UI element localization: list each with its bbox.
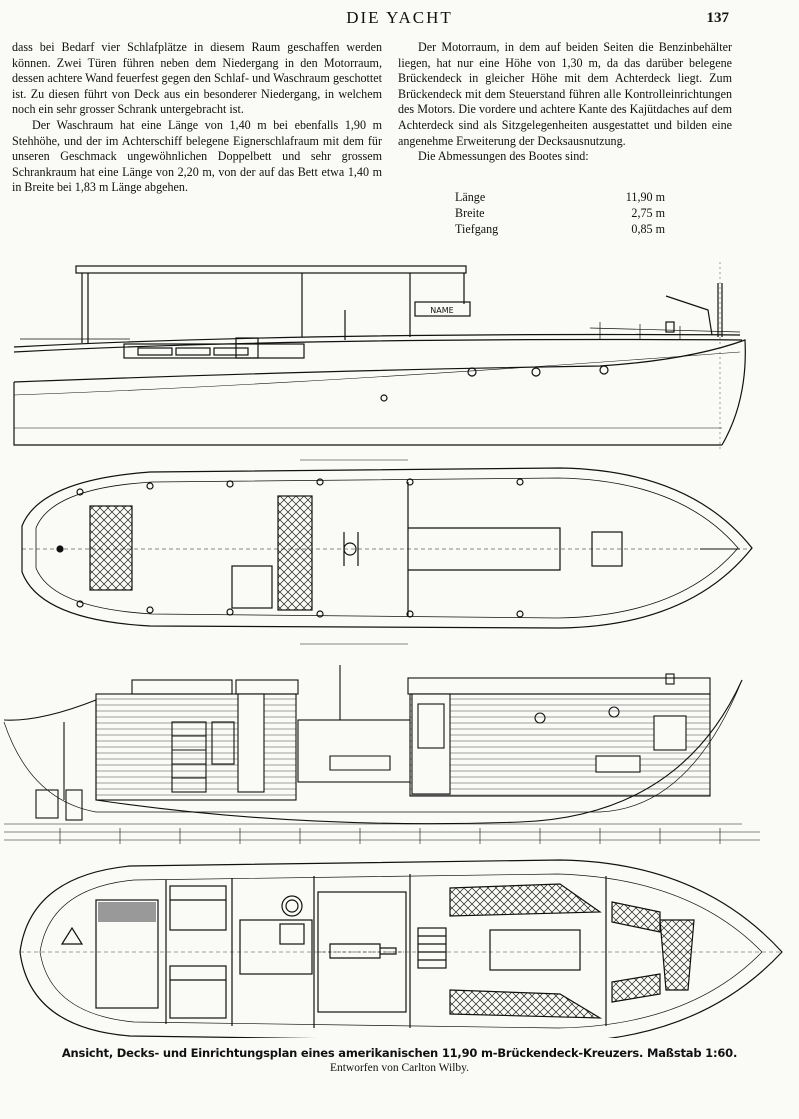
dimension-label: Tiefgang [455, 222, 499, 236]
sheer-line [13, 333, 741, 348]
figure-caption: Ansicht, Decks- und Einrichtungsplan ein… [61, 1046, 738, 1060]
deck-outline [21, 467, 753, 629]
text-column-right: Der Motorraum, in dem auf beiden Seiten … [398, 40, 732, 165]
plan-outline [19, 859, 783, 1038]
dimension-value: 0,85 m [631, 222, 665, 236]
inboard-profile [3, 665, 760, 844]
dimension-value: 11,90 m [625, 190, 665, 204]
dimension-row: Länge 11,90 m [455, 189, 665, 205]
paragraph: Der Waschraum hat eine Länge von 1,40 m … [12, 117, 382, 195]
name-board [414, 301, 471, 317]
dimension-row: Tiefgang 0,85 m [455, 221, 665, 237]
text-column-left: dass bei Bedarf vier Schlafplätze in die… [12, 40, 382, 196]
paragraph: dass bei Bedarf vier Schlafplätze in die… [12, 40, 382, 117]
dimension-row: Breite 2,75 m [455, 205, 665, 221]
figure-credit: Entworfen von Carlton Wilby. [329, 1062, 470, 1074]
name-board-label: NAME [430, 306, 453, 315]
accommodation-plan [19, 859, 783, 1038]
page-header: DIE YACHT 137 [0, 0, 799, 36]
canopy-roof [75, 265, 467, 274]
running-title: DIE YACHT [346, 8, 453, 27]
inboard-hull [3, 679, 743, 825]
dimension-label: Länge [455, 190, 486, 204]
page-number: 137 [706, 10, 730, 26]
paragraph: Die Abmessungen des Bootes sind: [418, 149, 589, 164]
dimension-value: 2,75 m [631, 206, 665, 220]
deck-plan [21, 459, 753, 645]
profile-view [13, 262, 746, 450]
yacht-plans-figure: NAME [3, 262, 783, 1038]
dimension-label: Breite [455, 206, 485, 220]
paragraph: Der Motorraum, in dem auf beiden Seiten … [398, 40, 732, 148]
dimensions-table: Länge 11,90 m Breite 2,75 m Tiefgang 0,8… [455, 189, 665, 237]
hull-profile [13, 382, 722, 446]
